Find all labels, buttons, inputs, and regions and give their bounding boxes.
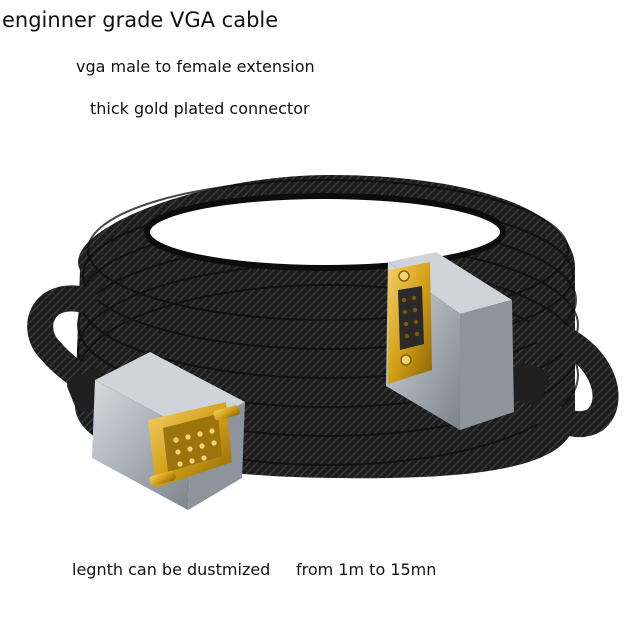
product-subtitle-connector: thick gold plated connector [90,99,310,118]
vga-male-connector [67,352,245,510]
vga-female-connector [386,252,549,430]
length-range: from 1m to 15mn [296,560,437,579]
length-note: legnth can be dustmized [72,560,271,579]
product-title: enginner grade VGA cable [2,8,279,32]
product-subtitle-extension: vga male to female extension [76,57,315,76]
